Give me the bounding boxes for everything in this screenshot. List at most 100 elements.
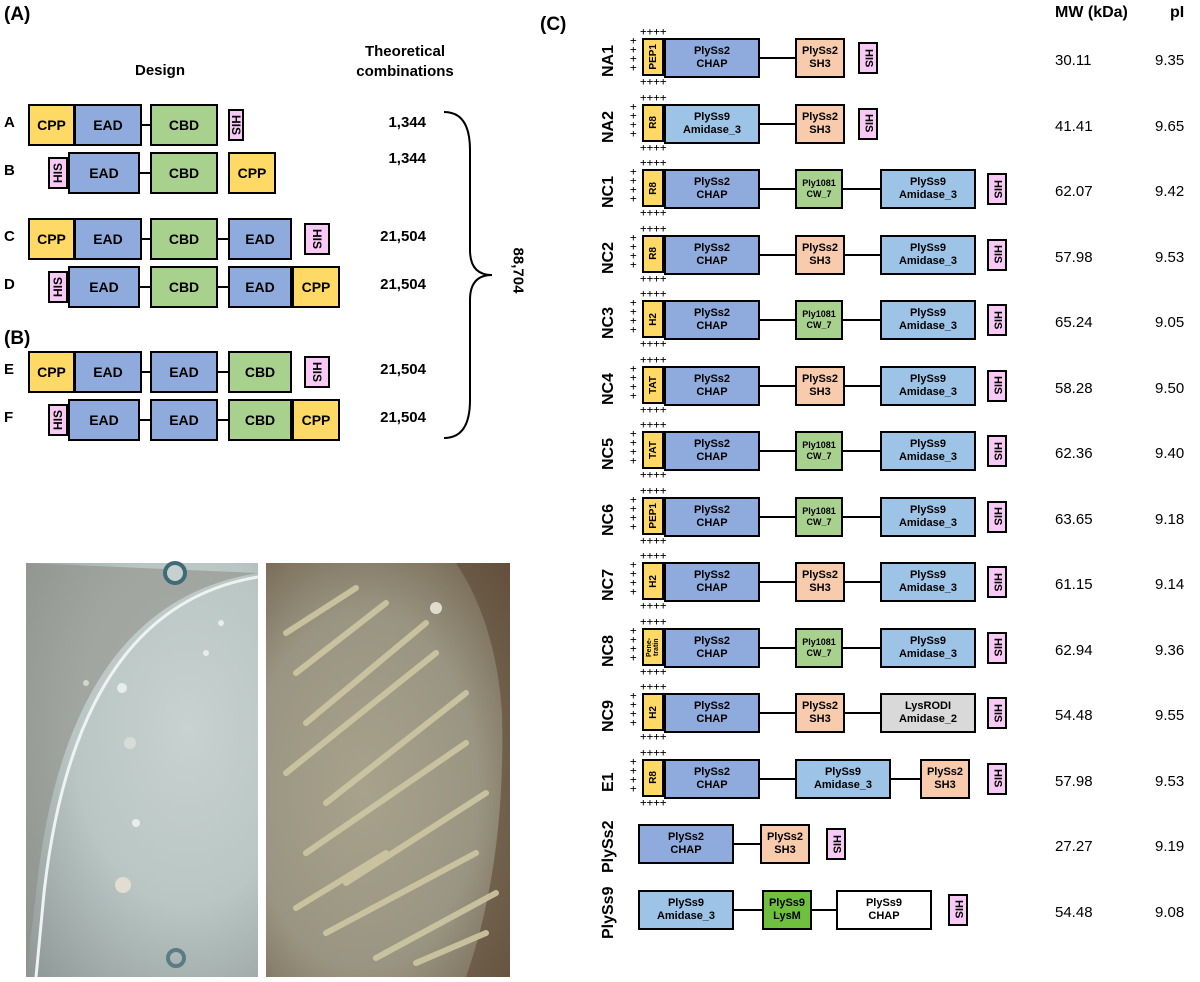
molecular-weight: 54.48 [1055, 707, 1093, 724]
charge-plus-signs: ++++ [630, 230, 637, 271]
construct-name: NC3 [600, 307, 617, 340]
construct-name: NA2 [600, 110, 617, 143]
charge-plus-signs: ++++ [640, 533, 667, 547]
cpp-domain: PEP1 [642, 38, 664, 76]
charge-plus-signs: ++++ [640, 337, 667, 350]
isoelectric-point: 9.14 [1155, 576, 1185, 593]
linker [843, 319, 880, 321]
cpp-domain: R8 [642, 169, 664, 207]
his-tag: HIS [987, 173, 1007, 205]
ead-domain: EAD [228, 218, 292, 260]
his-tag: HIS [826, 828, 846, 860]
cbd-domain: CBD [150, 104, 218, 146]
charge-plus-signs: ++++ [640, 90, 667, 104]
his-tag: HIS [987, 238, 1007, 271]
cbd-domain: CBD [228, 399, 292, 441]
charge-plus-signs: ++++ [640, 680, 667, 693]
his-tag: HIS [948, 893, 968, 926]
linker [760, 515, 795, 518]
linker [140, 286, 150, 288]
ead-domain: EAD [74, 104, 142, 146]
combination-count: 1,344 [388, 150, 426, 167]
combination-count: 21,504 [380, 409, 426, 426]
his-tag: HIS [987, 566, 1007, 598]
charge-plus-signs: ++++ [640, 730, 667, 743]
molecular-weight: 62.36 [1055, 445, 1093, 462]
linker [760, 646, 795, 649]
design-row-label: D [4, 276, 15, 293]
linker [760, 712, 795, 714]
cbd-domain: CBD [228, 351, 292, 393]
his-tag: HIS [987, 697, 1007, 729]
linker [845, 253, 880, 256]
charge-plus-signs: ++++ [640, 664, 667, 678]
ead-domain: EAD [74, 351, 142, 393]
linker [845, 581, 880, 583]
cpp-domain: TAT [642, 431, 664, 469]
cbd-domain: CBD [150, 218, 218, 260]
molecular-weight: 62.07 [1055, 183, 1093, 200]
charge-plus-signs: ++++ [640, 599, 667, 612]
his-domain: HIS [228, 109, 244, 141]
plate-photo-right [266, 563, 510, 977]
design-header: Design [134, 62, 185, 79]
his-domain: HIS [48, 404, 68, 436]
molecular-weight: 61.15 [1055, 576, 1093, 593]
plate-photo-left-bg [26, 563, 258, 977]
cpp-domain: TAT [642, 365, 664, 404]
construct-name: E1 [600, 771, 617, 792]
total-combinations: 88,704 [509, 247, 527, 293]
design-row-label: C [4, 228, 15, 245]
cpp-domain: R8 [642, 103, 664, 142]
linker [843, 515, 880, 518]
combination-count: 21,504 [380, 228, 426, 245]
construct-name: NC6 [600, 503, 617, 536]
linker [760, 188, 795, 190]
plate-left-zone [26, 563, 258, 977]
his-tag: HIS [987, 369, 1007, 402]
construct-name: NA1 [600, 45, 617, 78]
linker [845, 712, 880, 714]
charge-plus-signs: ++++ [640, 614, 667, 628]
molecular-weight: 57.98 [1055, 772, 1093, 790]
combination-count: 1,344 [388, 114, 426, 131]
linker [760, 57, 795, 59]
linker [891, 777, 920, 780]
charge-plus-signs: ++++ [630, 558, 637, 598]
his-domain: HIS [304, 223, 330, 255]
cpp-domain: R8 [642, 758, 664, 797]
molecular-weight: 41.41 [1055, 117, 1093, 135]
charge-plus-signs: ++++ [640, 25, 667, 38]
design-row-label: B [4, 162, 15, 179]
charge-plus-signs: ++++ [640, 221, 667, 235]
charge-plus-signs: ++++ [630, 427, 637, 467]
construct-name: NC4 [600, 372, 617, 405]
linker [734, 908, 762, 911]
linker [142, 371, 150, 373]
isoelectric-point: 9.35 [1155, 52, 1185, 69]
linker [760, 777, 795, 780]
linker [218, 286, 228, 288]
molecular-weight: 27.27 [1055, 838, 1093, 855]
isoelectric-point: 9.53 [1155, 248, 1185, 266]
molecular-weight: 65.24 [1055, 314, 1093, 331]
his-domain: HIS [48, 157, 68, 189]
cpp-domain: CPP [28, 104, 75, 146]
charge-plus-signs: ++++ [640, 287, 667, 300]
